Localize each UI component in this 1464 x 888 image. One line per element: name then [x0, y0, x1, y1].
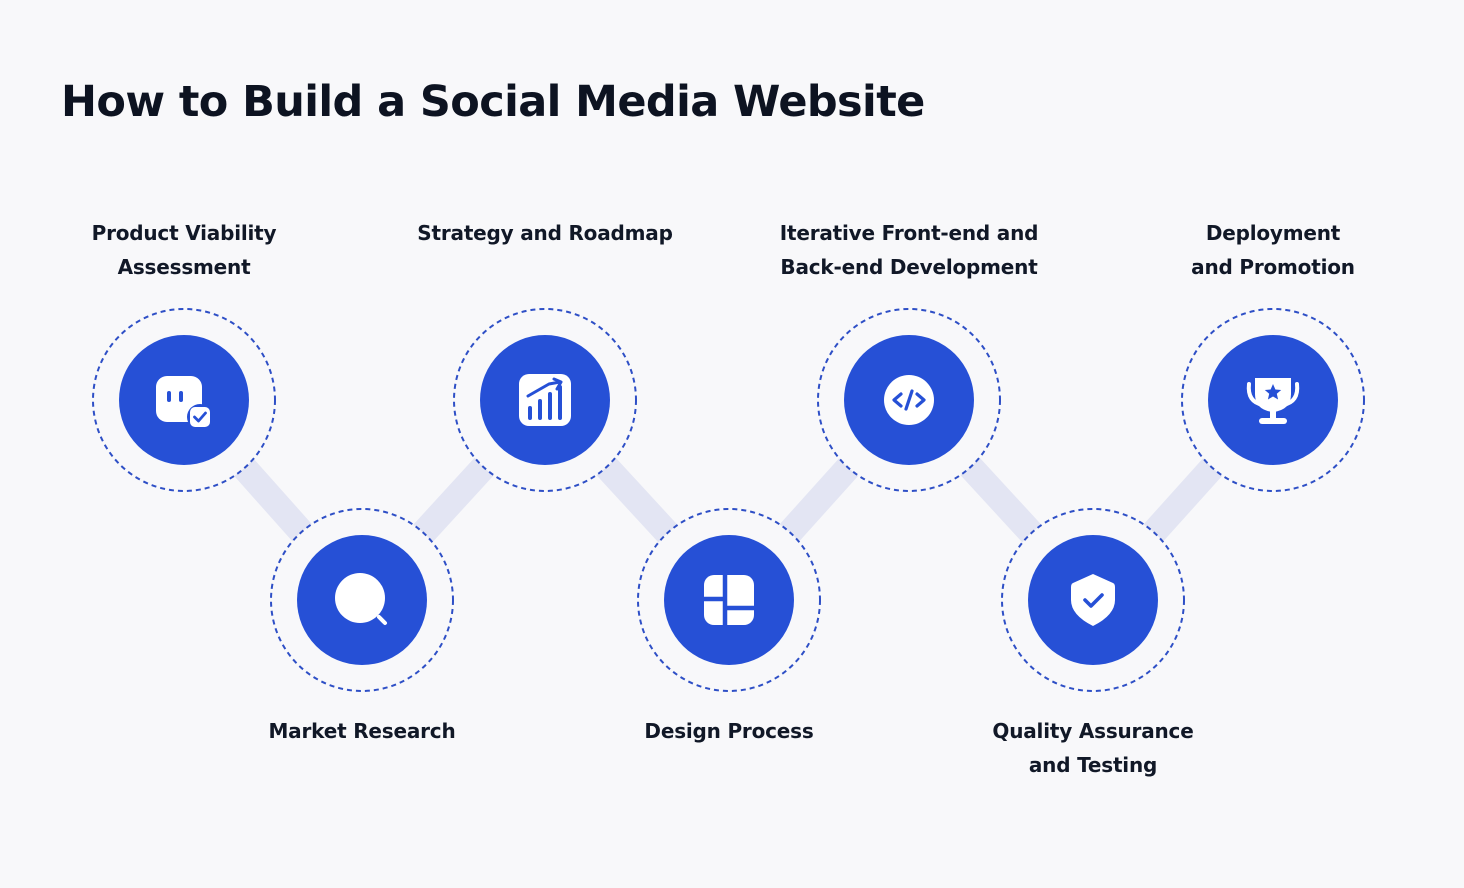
step-node	[637, 508, 821, 692]
dashed-ring	[270, 508, 454, 692]
dashed-ring	[92, 308, 276, 492]
step-label-line: Iterative Front-end and	[779, 221, 1039, 245]
dashed-ring	[1181, 308, 1365, 492]
trophy-icon	[1246, 378, 1300, 424]
code-icon	[884, 375, 934, 425]
plug-check-icon	[156, 376, 213, 430]
step-node	[92, 308, 276, 492]
dashed-ring	[453, 308, 637, 492]
step-label-line: Market Research	[268, 719, 456, 743]
step-label-line: Product Viability	[91, 221, 277, 245]
search-icon	[335, 573, 387, 625]
step-label-line: Design Process	[644, 719, 814, 743]
step-label-line: Assessment	[117, 255, 251, 279]
step-label: Quality Assurance and Testing	[943, 714, 1243, 782]
dashed-ring	[817, 308, 1001, 492]
step-label-line: and Testing	[1028, 753, 1158, 777]
step-label-line: Back-end Development	[780, 255, 1038, 279]
step-node	[1181, 308, 1365, 492]
layout-grid-icon	[704, 575, 754, 625]
shield-check-icon	[1071, 574, 1115, 626]
page-title: How to Build a Social Media Website	[61, 77, 925, 127]
step-label-line: and Promotion	[1191, 255, 1355, 279]
step-node	[817, 308, 1001, 492]
step-node	[453, 308, 637, 492]
step-label: Strategy and Roadmap	[395, 216, 695, 250]
step-label: Design Process	[579, 714, 879, 748]
step-label-line: Deployment	[1205, 221, 1341, 245]
growth-chart-icon	[519, 374, 571, 426]
step-nodes	[92, 308, 1365, 692]
dashed-ring	[1001, 508, 1185, 692]
step-node	[1001, 508, 1185, 692]
step-label-line: Quality Assurance	[992, 719, 1194, 743]
dashed-ring	[637, 508, 821, 692]
step-node	[270, 508, 454, 692]
step-label-line: Strategy and Roadmap	[417, 221, 673, 245]
step-label: Market Research	[212, 714, 512, 748]
step-label: Deployment and Promotion	[1123, 216, 1423, 284]
